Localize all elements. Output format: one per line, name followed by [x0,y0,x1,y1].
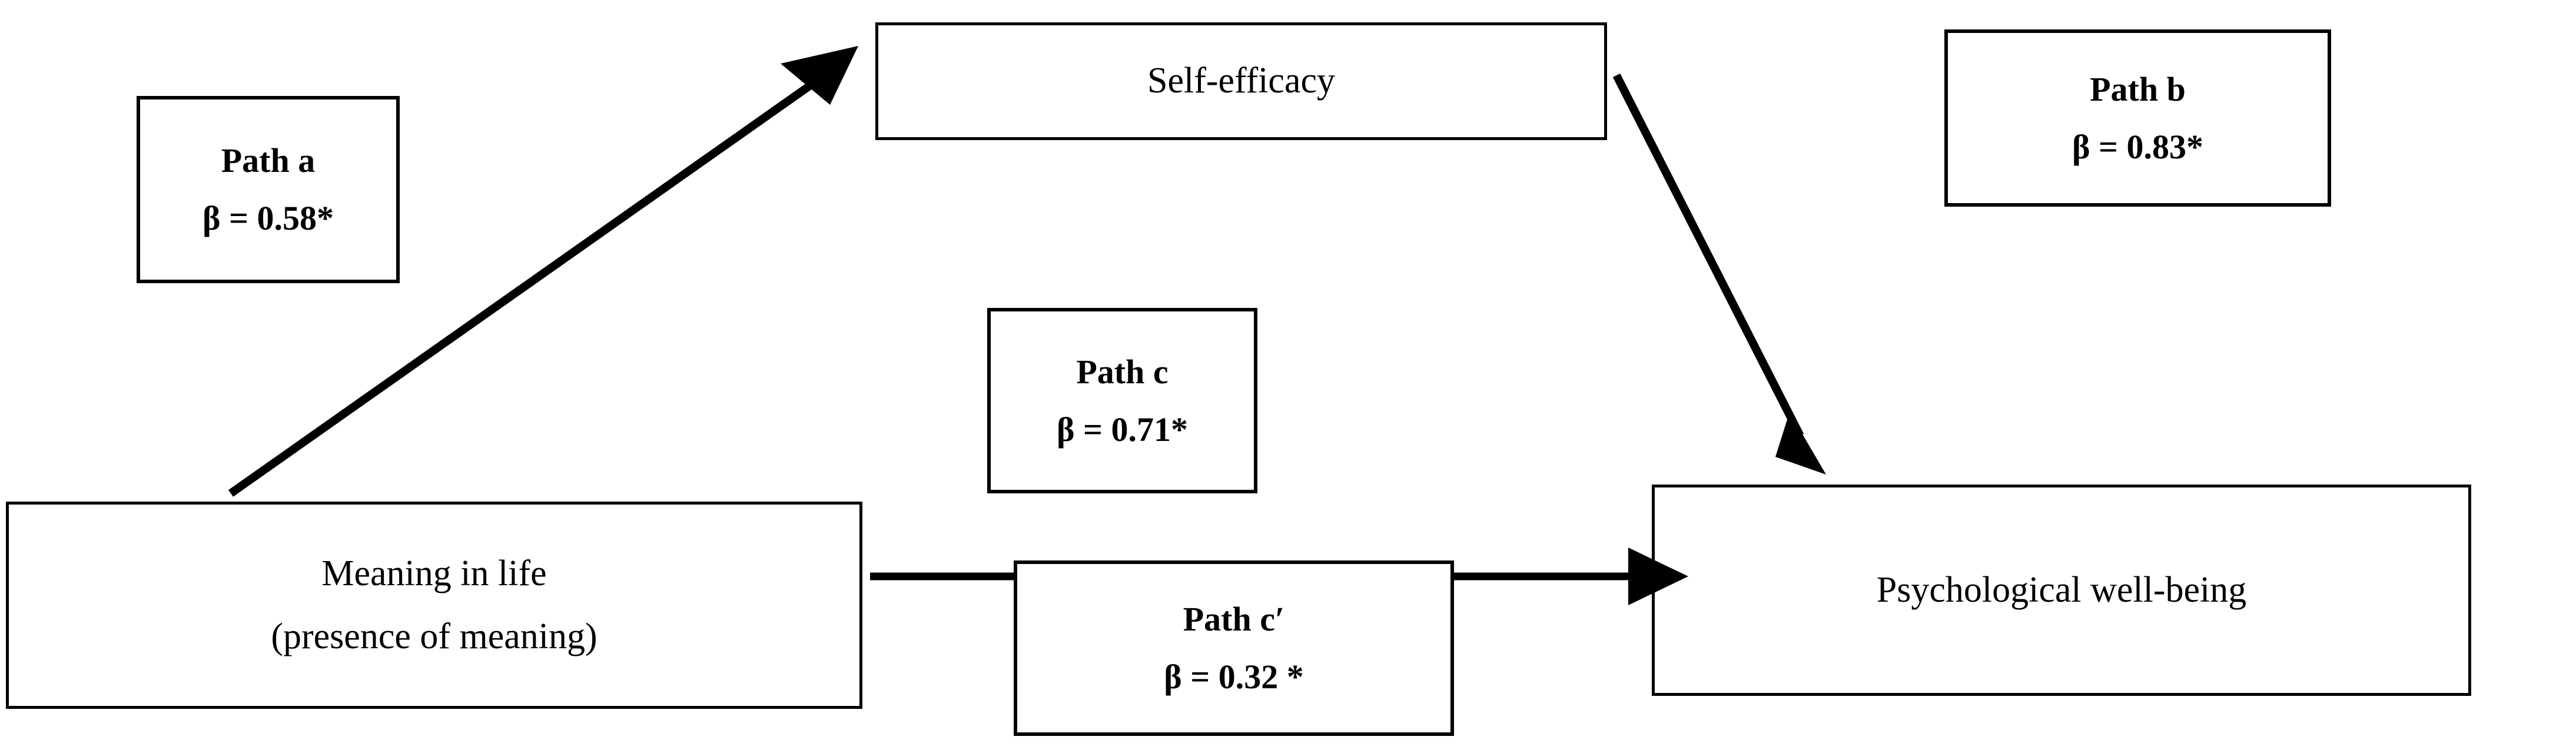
path-c-prime-name: Path c′ [1183,600,1285,639]
path-label-box-b[interactable]: Path b β = 0.83* [1944,29,2331,207]
node-meaning-in-life[interactable]: Meaning in life (presence of meaning) [6,502,862,709]
node-self-efficacy[interactable]: Self-efficacy [875,22,1607,140]
arrow-path-b [1612,73,1826,475]
path-a-beta: β = 0.58* [202,199,334,237]
path-c-beta: β = 0.71* [1056,410,1189,449]
path-c-name: Path c [1076,352,1169,391]
node-meaning-in-life-label: Meaning in life [321,553,547,593]
node-meaning-in-life-sublabel: (presence of meaning) [271,616,597,656]
path-b-name: Path b [2090,69,2186,108]
path-label-box-c[interactable]: Path c β = 0.71* [987,308,1257,493]
path-a-name: Path a [221,141,316,180]
node-psychological-well-being[interactable]: Psychological well-being [1652,485,2471,696]
path-label-box-c-prime[interactable]: Path c′ β = 0.32 * [1014,560,1454,736]
path-c-prime-beta: β = 0.32 * [1164,658,1304,696]
path-label-box-a[interactable]: Path a β = 0.58* [137,96,400,283]
node-psychological-well-being-label: Psychological well-being [1876,569,2247,610]
node-self-efficacy-label: Self-efficacy [1147,61,1335,101]
path-b-beta: β = 0.83* [2072,127,2204,166]
